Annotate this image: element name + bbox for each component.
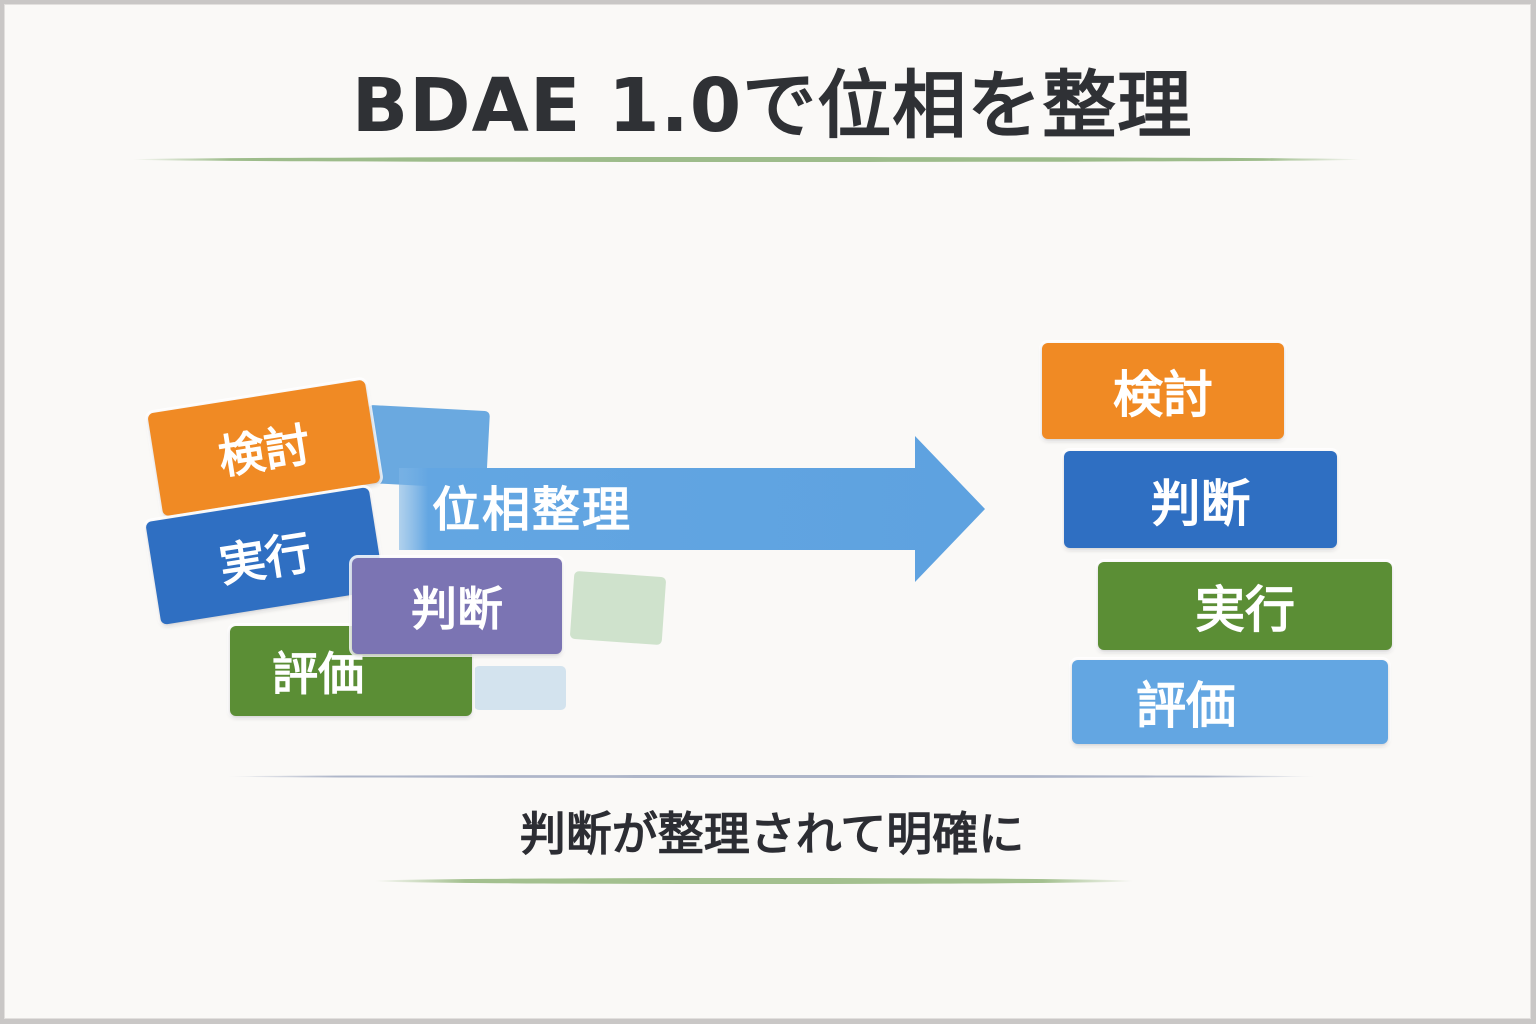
- slide-title: BDAE 1.0で位相を整理: [351, 63, 1193, 149]
- title-underline: [132, 157, 1362, 162]
- before-card-review-label: 検討: [214, 417, 315, 485]
- section-divider: [226, 775, 1316, 778]
- after-card-evaluate: 評価: [1072, 660, 1388, 744]
- after-card-judge: 判断: [1064, 451, 1337, 548]
- after-card-review-label: 検討: [1113, 366, 1213, 424]
- slide-frame: BDAE 1.0で位相を整理 検討 実行 評価 位相整理 判断: [4, 4, 1531, 1019]
- caption-underline: [374, 878, 1134, 884]
- before-card-evaluate-label: 評価: [272, 647, 364, 701]
- after-card-judge-label: 判断: [1150, 474, 1251, 533]
- before-card-execute-label: 実行: [215, 525, 316, 593]
- before-card-judge: 判断: [352, 558, 562, 654]
- after-card-evaluate-label: 評価: [1136, 677, 1236, 735]
- ghost-card-pale-blue: [474, 666, 566, 710]
- arrow-right-icon: [399, 436, 985, 582]
- after-card-review: 検討: [1042, 343, 1284, 439]
- after-card-execute: 実行: [1098, 562, 1392, 650]
- arrow-label: 位相整理: [432, 482, 633, 538]
- caption: 判断が整理されて明確に: [519, 807, 1025, 861]
- after-card-execute-label: 実行: [1195, 581, 1295, 639]
- before-card-judge-label: 判断: [411, 582, 503, 636]
